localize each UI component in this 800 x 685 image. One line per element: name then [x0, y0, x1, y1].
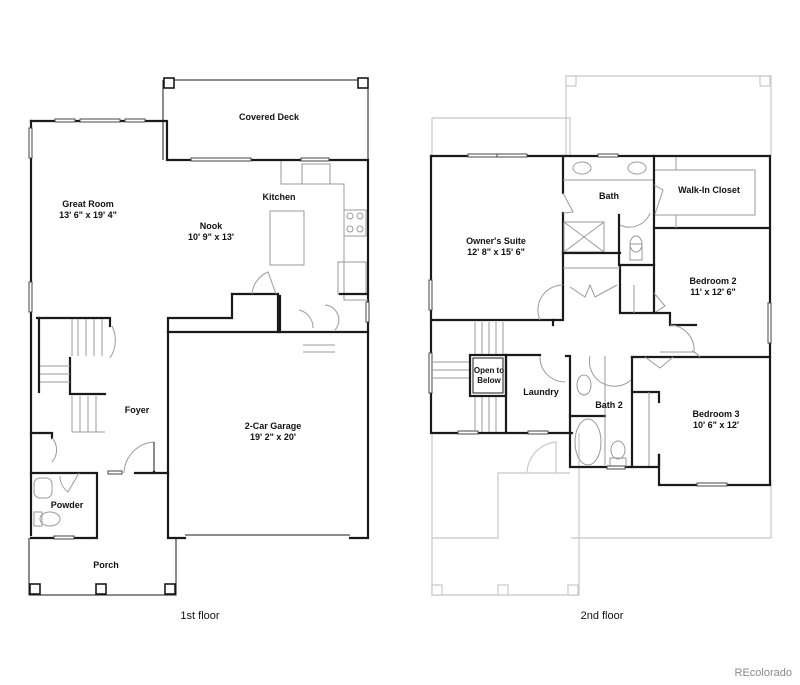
room-dimensions: 19' 2" x 20'	[249, 432, 297, 442]
room-label-covered-deck: Covered Deck	[239, 112, 299, 123]
first-floor-plan	[28, 77, 370, 596]
room-label-open-to-below: Open to Below	[474, 366, 504, 386]
room-label-laundry: Laundry	[523, 387, 559, 398]
room-label-kitchen: Kitchen	[262, 192, 295, 203]
room-name: Nook	[199, 221, 223, 231]
room-label-foyer: Foyer	[125, 405, 150, 416]
room-label-bath: Bath	[599, 191, 619, 202]
room-name: Porch	[93, 560, 119, 570]
room-label-great-room: Great Room 13' 6" x 19' 4"	[59, 199, 117, 221]
room-name: Open to	[473, 366, 505, 375]
room-label-nook: Nook 10' 9" x 13'	[188, 221, 234, 243]
room-label-porch: Porch	[93, 560, 119, 571]
room-label-powder: Powder	[51, 500, 84, 511]
floor-caption-second: 2nd floor	[580, 610, 624, 622]
room-name: Bath 2	[595, 400, 623, 410]
room-name: Great Room	[62, 199, 114, 209]
room-name-line2: Below	[477, 376, 501, 385]
room-label-bedroom-3: Bedroom 3 10' 6" x 12'	[692, 409, 739, 431]
room-dimensions: 13' 6" x 19' 4"	[59, 210, 117, 220]
room-name: 2-Car Garage	[244, 421, 302, 431]
room-dimensions: 12' 8" x 15' 6"	[467, 247, 525, 257]
room-name: Powder	[50, 500, 84, 510]
watermark: REcolorado	[734, 667, 792, 679]
room-label-bedroom-2: Bedroom 2 11' x 12' 6"	[689, 276, 736, 298]
room-label-owners-suite: Owner's Suite 12' 8" x 15' 6"	[466, 236, 526, 258]
second-floor-plan	[428, 75, 772, 596]
room-name: Foyer	[124, 405, 150, 415]
room-name: Bath	[599, 191, 619, 201]
room-label-walk-in-closet: Walk-In Closet	[678, 185, 740, 196]
room-name: Covered Deck	[238, 112, 300, 122]
room-label-bath-2: Bath 2	[595, 400, 623, 411]
room-name: Laundry	[523, 387, 559, 397]
room-name: Walk-In Closet	[678, 185, 740, 195]
room-name: Bedroom 2	[689, 276, 737, 286]
room-dimensions: 11' x 12' 6"	[690, 287, 736, 297]
room-name: Kitchen	[262, 192, 296, 202]
room-name: Bedroom 3	[692, 409, 740, 419]
room-name: Owner's Suite	[466, 236, 526, 246]
room-dimensions: 10' 6" x 12'	[692, 420, 740, 430]
room-label-garage: 2-Car Garage 19' 2" x 20'	[245, 421, 302, 443]
floor-caption-first: 1st floor	[180, 610, 220, 622]
room-dimensions: 10' 9" x 13'	[187, 232, 235, 242]
